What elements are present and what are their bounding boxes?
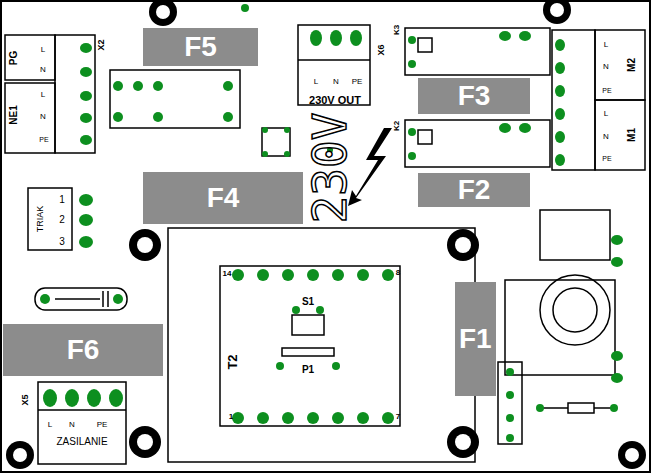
fuse-zone-band: F2 (418, 173, 530, 207)
silkscreen-label: S1 (302, 297, 314, 307)
silkscreen-label: N (333, 78, 339, 86)
silkscreen-label: TRIAK (36, 206, 45, 233)
silkscreen-label: L (314, 78, 318, 86)
silkscreen-label: 7 (396, 413, 400, 421)
silkscreen-label: 1 (59, 195, 65, 205)
silkscreen-label: X5 (21, 394, 30, 405)
silkscreen-label: L (604, 41, 608, 49)
silkscreen-label: N (603, 133, 609, 141)
silkscreen-label: ZASILANIE (56, 437, 107, 447)
silkscreen-label: 3 (59, 237, 65, 247)
fuse-label: F4 (207, 184, 240, 212)
silkscreen-label: X6 (377, 44, 386, 55)
silkscreen-label: NE1 (9, 105, 19, 124)
silkscreen-label: X2 (97, 39, 106, 50)
fuse-zone-band: F3 (418, 78, 530, 114)
silkscreen-label: K3 (393, 25, 401, 35)
silkscreen-label: N (603, 63, 609, 71)
silkscreen-label: PE (97, 421, 108, 429)
fuse-zone-band: F5 (143, 28, 258, 66)
silkscreen-label: M2 (627, 58, 637, 72)
fuse-zone-band: F1 (455, 282, 496, 396)
silkscreen-label: PE (602, 155, 611, 162)
silkscreen-label: P1 (302, 365, 314, 375)
silkscreen-label: K2 (393, 121, 401, 131)
silkscreen-label: L (41, 91, 45, 99)
voltage-warning: 230V (307, 113, 353, 224)
silkscreen-label: PE (352, 78, 363, 86)
fuse-zone-band: F6 (3, 324, 163, 376)
fuse-label: F3 (458, 82, 491, 110)
silkscreen-label: L (41, 46, 45, 54)
silkscreen-label: 230V OUT (309, 95, 361, 106)
fuse-label: F2 (458, 176, 491, 204)
silkscreen-label: T2 (226, 354, 239, 369)
silkscreen-label: N (40, 113, 46, 121)
silkscreen-label: 14 (223, 270, 232, 278)
fuse-label: F1 (459, 325, 492, 353)
silkscreen-label: N (69, 421, 75, 429)
fuse-zone-band: F4 (143, 172, 303, 224)
fuse-label: F6 (67, 336, 100, 364)
fuse-label: F5 (184, 33, 217, 61)
silkscreen-label: 1 (229, 413, 233, 421)
silkscreen-label: L (48, 421, 52, 429)
silkscreen-label: PG (9, 51, 19, 65)
silkscreen-label: M1 (627, 128, 637, 142)
silkscreen-label: N (40, 66, 46, 74)
silkscreen-label: PE (602, 87, 611, 94)
silkscreen-label: PE (39, 136, 48, 143)
silkscreen-label: 2 (59, 215, 65, 225)
silkscreen-label: 8 (396, 269, 400, 277)
silkscreen-label: L (604, 110, 608, 118)
